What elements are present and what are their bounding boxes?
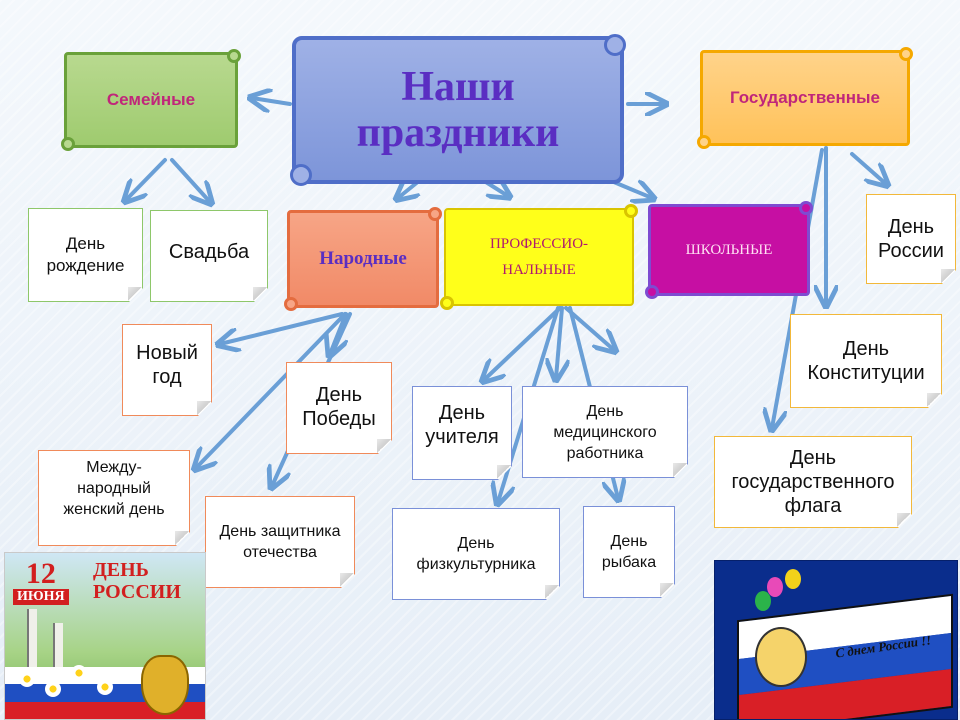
holiday-defender-day: День защитника отечества [205, 496, 355, 588]
arrow-family-to-wedding [170, 158, 210, 202]
holiday-womens-day-label: Между-народный женский день [63, 459, 165, 518]
holiday-victory-day: День Победы [286, 362, 392, 454]
holiday-teacher-day: День учителя [412, 386, 512, 480]
category-family-label: Семейные [106, 90, 196, 109]
holiday-flag-day: День государственного флага [714, 436, 912, 528]
holiday-russia-day-label: День России [878, 216, 944, 262]
holiday-birthday: День рождение [28, 208, 143, 302]
russia-day-poster: 12 ИЮНЯ ДЕНЬ РОССИИ [4, 552, 206, 720]
arrow-prof-to-medical-b [564, 306, 614, 350]
arrow-main-to-family [252, 98, 292, 104]
category-state: Государственные [697, 47, 913, 149]
holiday-athlete-day-label: День физкультурника [416, 535, 536, 573]
poster-date: 12 ИЮНЯ [13, 559, 69, 605]
holiday-constitution-day: День Конституции [790, 314, 942, 408]
poster-title: ДЕНЬ РОССИИ [93, 559, 181, 603]
category-professional: ПРОФЕССИО- НАЛЬНЫЕ [440, 204, 638, 310]
holiday-new-year: Новый год [122, 324, 212, 416]
holiday-constitution-day-label: День Конституции [807, 338, 925, 384]
main-title-banner: Наши праздники [290, 34, 626, 186]
category-school-label: ШКОЛЬНЫЕ [685, 241, 773, 258]
arrow-prof-to-teacher [484, 306, 562, 380]
arrow-folk-to-victory [330, 312, 346, 354]
child-figure-icon [755, 627, 807, 687]
holiday-flag-day-label: День государственного флага [731, 447, 895, 517]
category-folk-label: Народные [319, 248, 407, 269]
holiday-fisherman-day: День рыбака [583, 506, 675, 598]
holiday-victory-day-label: День Победы [302, 384, 376, 430]
category-folk: Народные [284, 207, 442, 311]
balloon-icon [767, 577, 783, 597]
holiday-fisherman-day-label: День рыбака [601, 533, 657, 571]
category-family: Семейные [61, 49, 241, 151]
arrow-family-to-birthday [126, 158, 167, 200]
holiday-defender-day-label: День защитника отечества [219, 523, 341, 561]
coat-of-arms-icon [141, 655, 189, 715]
arrow-prof-to-medical [556, 306, 562, 378]
daisy-icon [19, 671, 35, 687]
main-title-line1: Наши [401, 64, 515, 110]
holiday-birthday-label: День рождение [46, 234, 125, 275]
balloon-icon [755, 591, 771, 611]
holiday-wedding-label: Свадьба [168, 241, 250, 263]
holiday-womens-day: Между-народный женский день [38, 450, 190, 546]
daisy-icon [71, 665, 87, 681]
category-school: ШКОЛЬНЫЕ [645, 201, 813, 299]
category-professional-line2: НАЛЬНЫЕ [502, 262, 576, 278]
holiday-medical-day: День медицинского работника [522, 386, 688, 478]
holiday-medical-day-label: День медицинского работника [553, 402, 657, 462]
holiday-teacher-day-label: День учителя [425, 402, 499, 448]
greeting-card-image: С днем России !! [714, 560, 958, 720]
birch-tree [27, 609, 37, 705]
arrow-folk-to-newyear [220, 312, 344, 344]
holiday-athlete-day: День физкультурника [392, 508, 560, 600]
category-state-label: Государственные [729, 88, 881, 107]
poster-date-month: ИЮНЯ [13, 589, 69, 605]
category-professional-line1: ПРОФЕССИО- [489, 236, 589, 252]
holiday-russia-day: День России [866, 194, 956, 284]
poster-date-number: 12 [25, 557, 56, 590]
main-title-line2: праздники [356, 110, 560, 156]
daisy-icon [97, 679, 113, 695]
balloon-icon [785, 569, 801, 589]
daisy-icon [45, 681, 61, 697]
holiday-wedding: Свадьба [150, 210, 268, 302]
holiday-new-year-label: Новый год [136, 342, 198, 388]
arrow-state-to-russia [850, 152, 886, 184]
